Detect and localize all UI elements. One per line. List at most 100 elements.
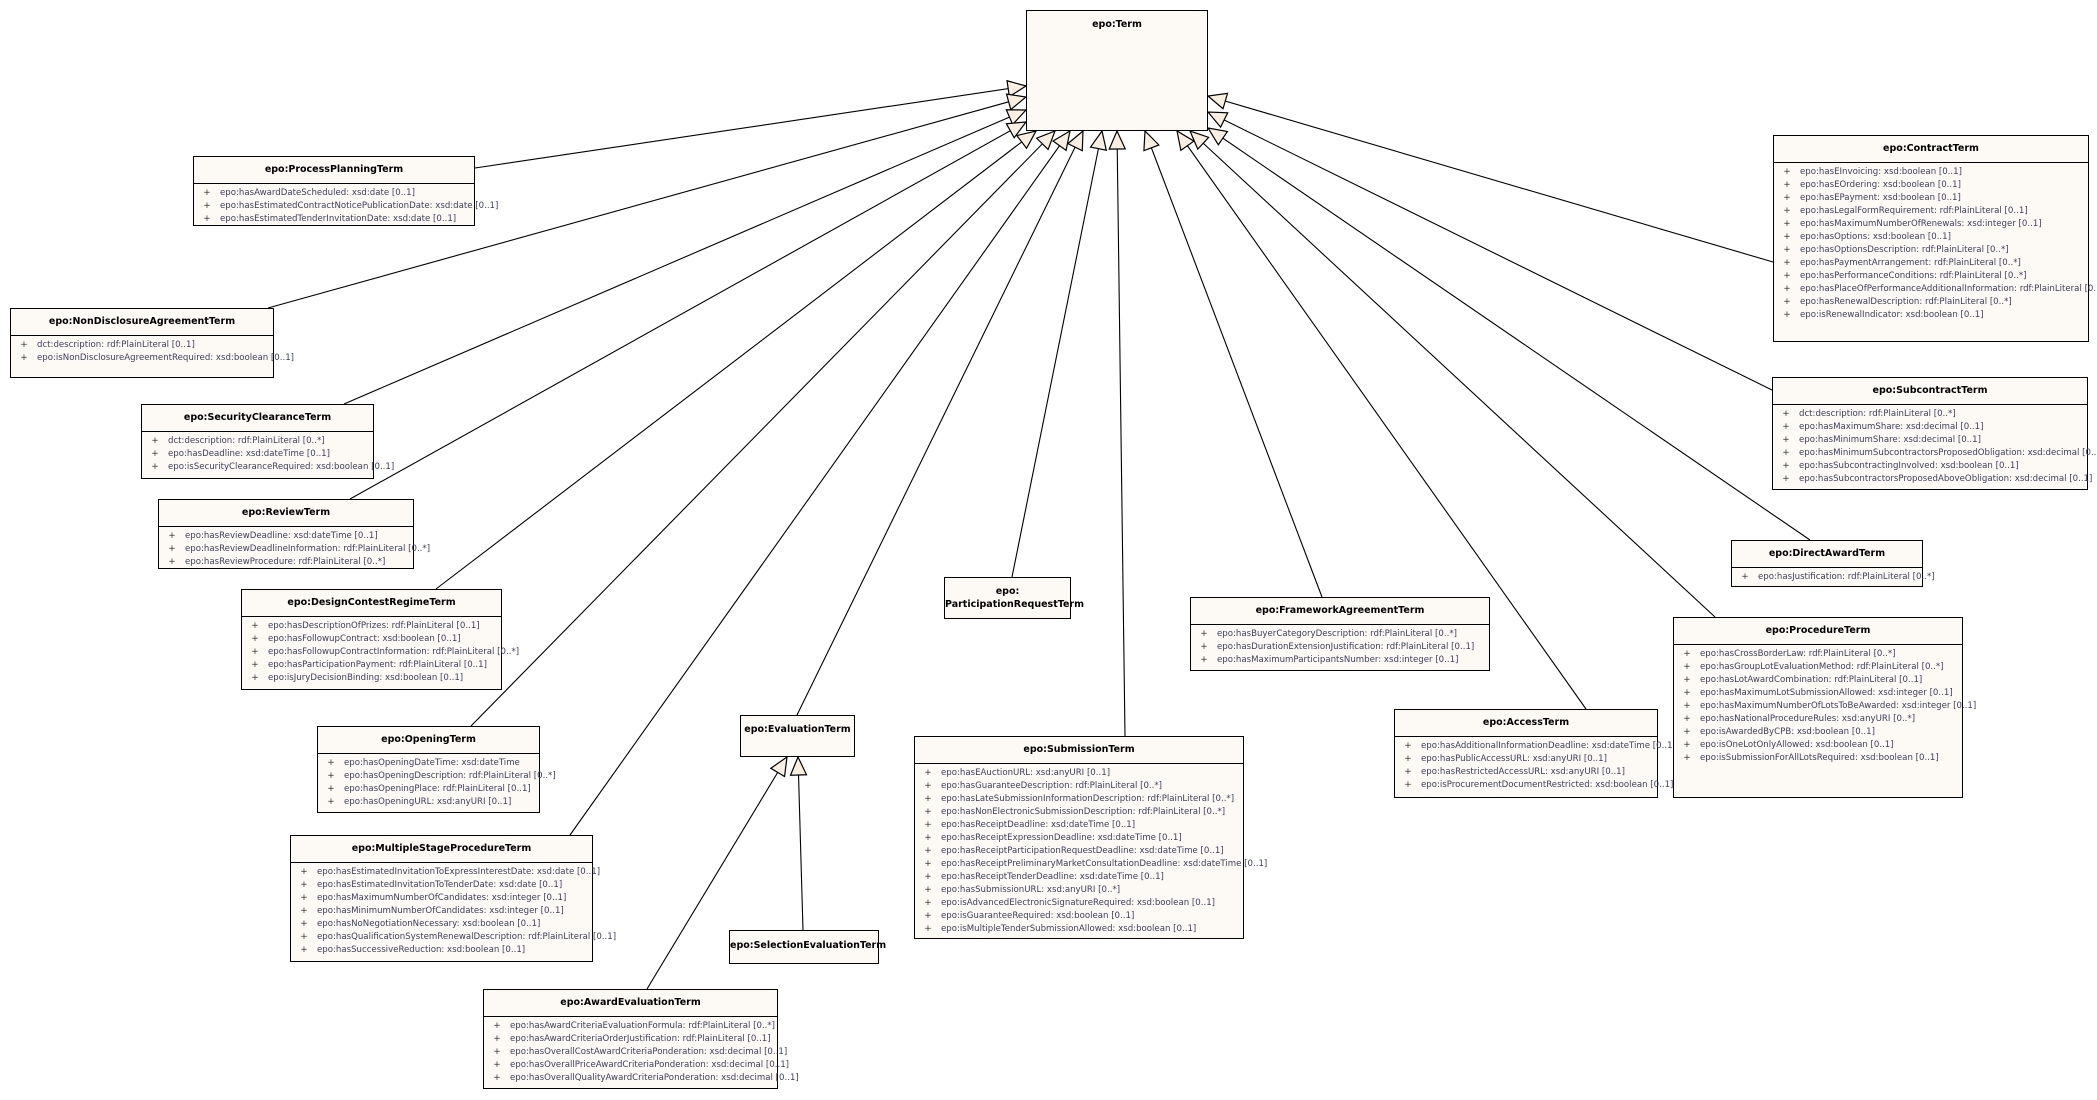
attribute-list: +epo:hasReviewDeadline: xsd:dateTime [0.… xyxy=(159,527,430,569)
public-visibility-marker: + xyxy=(1782,448,1790,458)
attribute-row: +epo:hasLegalFormRequirement: rdf:PlainL… xyxy=(1774,205,2088,218)
class-direct-award-term[interactable]: epo:DirectAwardTerm+epo:hasJustification… xyxy=(1731,540,1935,587)
attribute-text: dct:description: rdf:PlainLiteral [0..*] xyxy=(168,436,325,446)
public-visibility-marker: + xyxy=(251,634,259,644)
attribute-row: +epo:hasMaximumLotSubmissionAllowed: xsd… xyxy=(1674,687,1962,700)
attribute-text: epo:hasOpeningPlace: rdf:PlainLiteral [0… xyxy=(344,784,531,794)
public-visibility-marker: + xyxy=(300,945,308,955)
attribute-text: epo:isMultipleTenderSubmissionAllowed: x… xyxy=(941,924,1197,934)
attribute-list: +epo:hasDescriptionOfPrizes: rdf:PlainLi… xyxy=(242,617,519,685)
attribute-text: epo:hasLotAwardCombination: rdf:PlainLit… xyxy=(1700,675,1923,685)
public-visibility-marker: + xyxy=(924,820,932,830)
class-award-evaluation-term[interactable]: epo:AwardEvaluationTerm+epo:hasAwardCrit… xyxy=(483,989,799,1089)
attribute-text: epo:hasAwardDateScheduled: xsd:date [0..… xyxy=(220,188,415,198)
attribute-row: +epo:hasSubmissionURL: xsd:anyURI [0..*] xyxy=(915,884,1243,897)
public-visibility-marker: + xyxy=(251,647,259,657)
public-visibility-marker: + xyxy=(203,188,211,198)
attribute-text: epo:hasReceiptTenderDeadline: xsd:dateTi… xyxy=(941,872,1164,882)
public-visibility-marker: + xyxy=(1404,767,1412,777)
generalization-review-to-term xyxy=(349,122,1026,500)
attribute-text: epo:isSubmissionForAllLotsRequired: xsd:… xyxy=(1700,753,1939,763)
attribute-text: epo:isRenewalIndicator: xsd:boolean [0..… xyxy=(1800,310,1984,320)
class-access-term[interactable]: epo:AccessTerm+epo:hasAdditionalInformat… xyxy=(1394,709,1676,798)
attribute-text: epo:hasOverallQualityAwardCriteriaPonder… xyxy=(510,1073,799,1083)
class-design-contest-regime-term[interactable]: epo:DesignContestRegimeTerm+epo:hasDescr… xyxy=(241,589,519,690)
attribute-row: +epo:hasOpeningPlace: rdf:PlainLiteral [… xyxy=(318,783,539,796)
class-contract-term[interactable]: epo:ContractTerm+epo:hasEInvoicing: xsd:… xyxy=(1773,135,2097,342)
attribute-row: +epo:hasOverallQualityAwardCriteriaPonde… xyxy=(484,1072,798,1085)
attribute-row: +epo:hasMaximumParticipantsNumber: xsd:i… xyxy=(1191,654,1489,667)
public-visibility-marker: + xyxy=(1783,232,1791,242)
attribute-text: epo:hasMaximumParticipantsNumber: xsd:in… xyxy=(1217,655,1459,665)
class-multiple-stage-procedure-term[interactable]: epo:MultipleStageProcedureTerm+epo:hasEs… xyxy=(290,835,616,962)
class-review-term[interactable]: epo:ReviewTerm+epo:hasReviewDeadline: xs… xyxy=(158,499,430,569)
class-participation-request-term[interactable]: epo: ParticipationRequestTerm xyxy=(944,577,1084,619)
attribute-row: +epo:hasOverallPriceAwardCriteriaPondera… xyxy=(484,1059,789,1072)
attribute-row: +epo:isAdvancedElectronicSignatureRequir… xyxy=(915,897,1243,910)
public-visibility-marker: + xyxy=(168,544,176,554)
class-procedure-term[interactable]: epo:ProcedureTerm+epo:hasCrossBorderLaw:… xyxy=(1673,617,1976,798)
class-opening-term[interactable]: epo:OpeningTerm+epo:hasOpeningDateTime: … xyxy=(317,726,556,813)
attribute-row: +epo:hasEPayment: xsd:boolean [0..1] xyxy=(1774,192,2088,205)
class-non-disclosure-agreement-term[interactable]: epo:NonDisclosureAgreementTerm+dct:descr… xyxy=(10,308,294,378)
attribute-row: +epo:hasReceiptParticipationRequestDeadl… xyxy=(915,845,1243,858)
public-visibility-marker: + xyxy=(251,621,259,631)
attribute-text: epo:hasRestrictedAccessURL: xsd:anyURI [… xyxy=(1421,767,1626,777)
class-process-planning-term[interactable]: epo:ProcessPlanningTerm + epo:hasAwardDate… xyxy=(193,156,498,226)
attribute-text: epo:hasMaximumNumberOfLotsToBeAwarded: x… xyxy=(1700,701,1977,711)
public-visibility-marker: + xyxy=(327,758,335,768)
generalization-subcontract-to-term xyxy=(1208,112,1773,391)
class-selection-evaluation-term[interactable]: epo:SelectionEvaluationTerm xyxy=(729,930,886,964)
attribute-row: +epo:hasOpeningDateTime: xsd:dateTime xyxy=(318,757,539,770)
attribute-text: epo:hasReceiptDeadline: xsd:dateTime [0.… xyxy=(941,820,1136,830)
attribute-row: +epo:hasLateSubmissionInformationDescrip… xyxy=(915,793,1243,806)
attribute-list: +epo:hasOpeningDateTime: xsd:dateTime+ep… xyxy=(318,754,555,809)
class-name: epo:ReviewTerm xyxy=(159,500,413,527)
class-framework-agreement-term[interactable]: epo:FrameworkAgreementTerm+epo:hasBuyerC… xyxy=(1190,597,1490,671)
attribute-text: epo:hasAdditionalInformationDeadline: xs… xyxy=(1421,741,1676,751)
public-visibility-marker: + xyxy=(924,859,932,869)
class-name: epo:SubcontractTerm xyxy=(1773,378,2087,405)
class-security-clearance-term[interactable]: epo:SecurityClearanceTerm+dct:descriptio… xyxy=(141,404,394,479)
class-name: epo:ProcessPlanningTerm xyxy=(194,157,474,184)
attribute-row: +epo:isGuaranteeRequired: xsd:boolean [0… xyxy=(915,910,1243,923)
public-visibility-marker: + xyxy=(1404,780,1412,790)
public-visibility-marker: + xyxy=(327,797,335,807)
attribute-row: +dct:description: rdf:PlainLiteral [0..1… xyxy=(11,339,273,352)
attribute-text: epo:hasNoNegotiationNecessary: xsd:boole… xyxy=(317,919,541,929)
attribute-row: +epo:hasDeadline: xsd:dateTime [0..1] xyxy=(142,448,373,461)
public-visibility-marker: + xyxy=(1782,409,1790,419)
public-visibility-marker: + xyxy=(168,557,176,567)
attribute-row: +epo:isAwardedByCPB: xsd:boolean [0..1] xyxy=(1674,726,1962,739)
attribute-text: epo:hasMinimumShare: xsd:decimal [0..1] xyxy=(1799,435,1981,445)
public-visibility-marker: + xyxy=(493,1034,501,1044)
generalization-awardEvaluation-to-evaluation xyxy=(646,757,787,990)
attribute-row: +epo:hasEstimatedTenderInvitationDate: x… xyxy=(194,213,474,226)
public-visibility-marker: + xyxy=(1783,271,1791,281)
attribute-text: epo:hasMinimumSubcontractorsProposedObli… xyxy=(1799,448,2097,458)
class-name: epo:SubmissionTerm xyxy=(915,737,1243,764)
class-name: epo:DesignContestRegimeTerm xyxy=(242,590,501,617)
public-visibility-marker: + xyxy=(1783,219,1791,229)
class-term[interactable]: epo:Term xyxy=(1026,10,1208,131)
public-visibility-marker: + xyxy=(168,531,176,541)
class-subcontract-term[interactable]: epo:SubcontractTerm+dct:description: rdf… xyxy=(1772,377,2097,490)
attribute-row: + epo:hasOpeningURL: xsd:anyURI [0..1] xyxy=(318,796,539,809)
attribute-text: epo:hasPublicAccessURL: xsd:anyURI [0..1… xyxy=(1421,754,1607,764)
public-visibility-marker: + xyxy=(1783,258,1791,268)
class-name: epo: ParticipationRequestTerm xyxy=(945,586,1084,610)
attribute-row: +epo:hasDurationExtensionJustification: … xyxy=(1191,641,1489,654)
attribute-row: + epo:hasMinimumSubcontractorsProposedObl… xyxy=(1773,447,2097,460)
attribute-text: epo:hasDurationExtensionJustification: r… xyxy=(1217,642,1475,652)
class-submission-term[interactable]: epo:SubmissionTerm+epo:hasEAuctionURL: x… xyxy=(914,736,1267,939)
attribute-row: +epo:hasMaximumNumberOfRenewals: xsd:int… xyxy=(1774,218,2088,231)
class-name: epo:FrameworkAgreementTerm xyxy=(1191,598,1489,625)
attribute-row: +epo:hasReviewDeadlineInformation: rdf:P… xyxy=(159,543,430,556)
public-visibility-marker: + xyxy=(1783,206,1791,216)
public-visibility-marker: + xyxy=(1782,435,1790,445)
attribute-text: epo:hasGroupLotEvaluationMethod: rdf:Pla… xyxy=(1700,662,1944,672)
attribute-text: epo:hasOpeningURL: xsd:anyURI [0..1] xyxy=(344,797,512,807)
attribute-text: epo:hasOverallCostAwardCriteriaPonderati… xyxy=(510,1047,788,1057)
attribute-text: epo:hasEPayment: xsd:boolean [0..1] xyxy=(1800,193,1961,203)
class-evaluation-term[interactable]: epo:EvaluationTerm xyxy=(740,715,855,757)
